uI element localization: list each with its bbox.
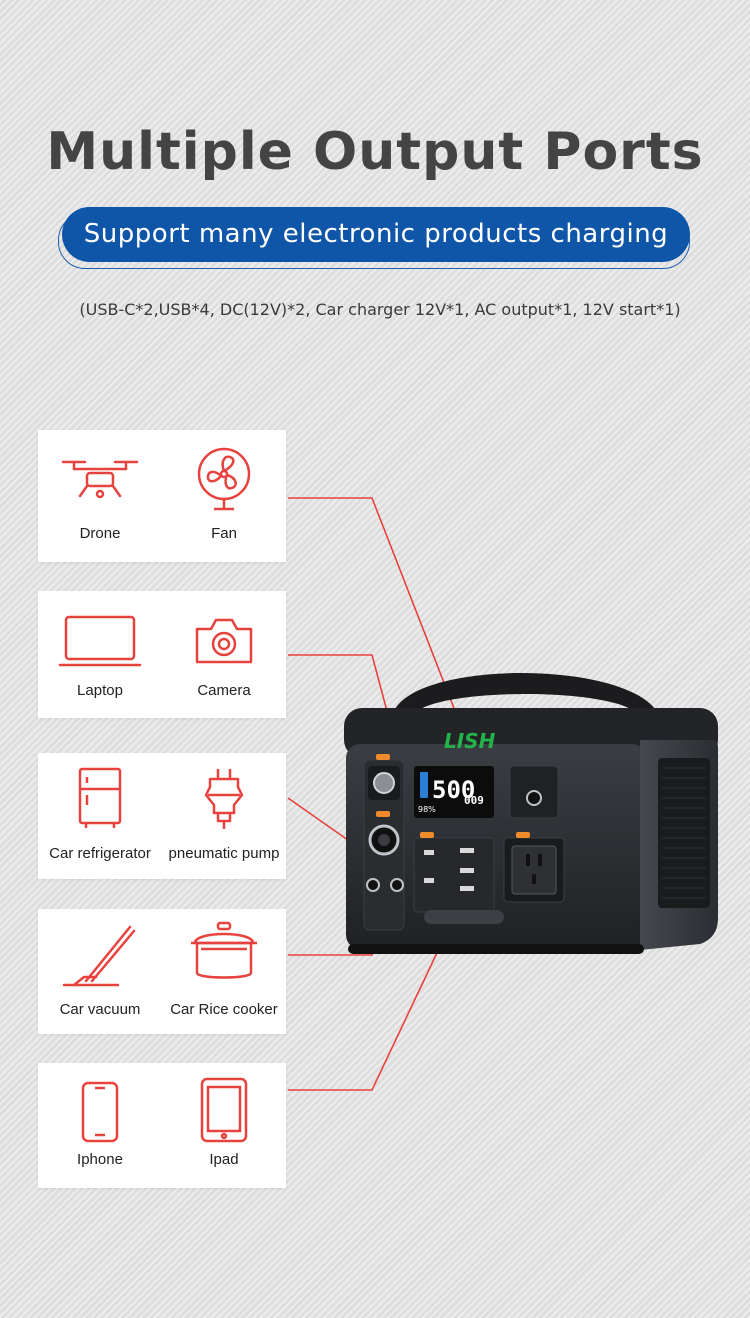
device-label: Iphone xyxy=(77,1151,123,1168)
rice-cooker-icon xyxy=(191,921,257,979)
laptop-icon xyxy=(58,615,142,667)
device-label: pneumatic pump xyxy=(168,845,280,862)
banner: Support many electronic products chargin… xyxy=(62,207,690,262)
device-car-vacuum: Car vacuum xyxy=(38,909,162,1034)
vacuum-icon xyxy=(62,925,136,987)
connector-line-5 xyxy=(288,899,463,1091)
tablet-icon xyxy=(200,1077,248,1143)
device-label: Car refrigerator xyxy=(49,845,151,862)
device-drone: Drone xyxy=(38,430,162,562)
brand-logo: LISH xyxy=(444,729,496,753)
device-label: Car vacuum xyxy=(59,1001,141,1018)
device-label: Car Rice cooker xyxy=(170,1001,278,1018)
device-card-4: Car vacuum Car Rice cooker xyxy=(38,909,286,1034)
lcd-secondary-value: 009 xyxy=(464,794,484,807)
device-card-1: Drone Fan xyxy=(38,430,286,562)
device-fan: Fan xyxy=(162,430,286,562)
phone-icon xyxy=(81,1081,119,1143)
fan-icon xyxy=(197,447,251,511)
lcd-battery: 98% xyxy=(418,805,436,814)
device-card-5: Iphone Ipad xyxy=(38,1063,286,1188)
device-car-refrigerator: Car refrigerator xyxy=(38,753,162,879)
drone-icon xyxy=(61,460,139,499)
device-label: Ipad xyxy=(209,1151,239,1168)
device-label: Drone xyxy=(79,525,121,542)
device-laptop: Laptop xyxy=(38,591,162,718)
device-ipad: Ipad xyxy=(162,1063,286,1188)
device-pneumatic-pump: pneumatic pump xyxy=(162,753,286,879)
light-icon xyxy=(373,772,395,794)
lcd-main-value: 500 xyxy=(432,776,475,804)
lcd-screen xyxy=(414,766,494,818)
device-card-2: Laptop Camera xyxy=(38,591,286,718)
device-iphone: Iphone xyxy=(38,1063,162,1188)
side-vent xyxy=(658,758,710,908)
device-card-3: Car refrigerator pneumatic pump xyxy=(38,753,286,879)
device-label: Fan xyxy=(211,525,237,542)
pump-icon xyxy=(204,769,244,829)
page-title: Multiple Output Ports xyxy=(46,122,704,182)
device-label: Camera xyxy=(197,682,251,699)
ports-summary: (USB-C*2,USB*4, DC(12V)*2, Car charger 1… xyxy=(79,300,681,319)
device-car-rice-cooker: Car Rice cooker xyxy=(162,909,286,1034)
camera-icon xyxy=(195,618,253,664)
ac-outlet xyxy=(511,845,557,895)
device-camera: Camera xyxy=(162,591,286,718)
device-label: Laptop xyxy=(77,682,123,699)
handle xyxy=(392,673,660,718)
refrigerator-icon xyxy=(78,767,122,828)
power-station-image: 500 009 98% LISH xyxy=(344,673,718,954)
